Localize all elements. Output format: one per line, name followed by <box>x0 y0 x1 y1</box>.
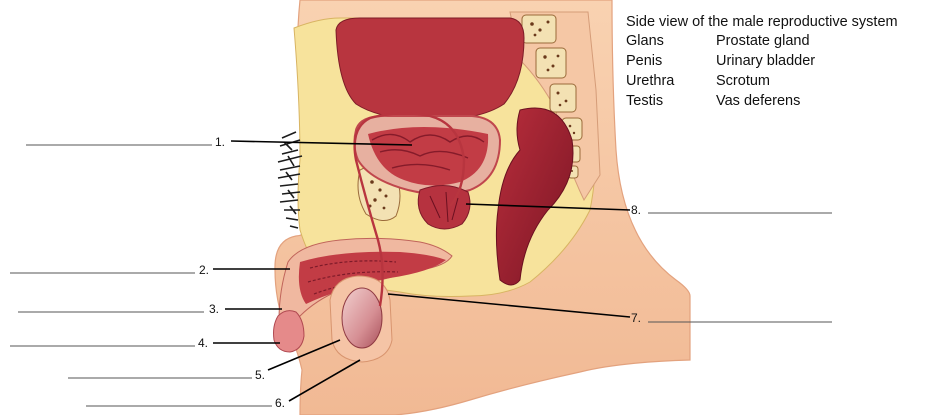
label-6: 6. <box>274 397 286 409</box>
term-scrotum: Scrotum <box>716 72 876 90</box>
term-testis: Testis <box>626 92 716 110</box>
term-prostate-gland: Prostate gland <box>716 32 876 50</box>
label-3: 3. <box>208 303 220 315</box>
label-1: 1. <box>214 136 226 148</box>
word-bank-terms: Glans Prostate gland Penis Urinary bladd… <box>626 32 898 110</box>
term-urethra: Urethra <box>626 72 716 90</box>
term-glans: Glans <box>626 32 716 50</box>
word-bank: Side view of the male reproductive syste… <box>626 13 898 110</box>
word-bank-title: Side view of the male reproductive syste… <box>626 13 898 31</box>
term-urinary-bladder: Urinary bladder <box>716 52 876 70</box>
label-4: 4. <box>197 337 209 349</box>
testis <box>342 288 382 348</box>
term-penis: Penis <box>626 52 716 70</box>
abdominal-cavity <box>336 18 524 120</box>
label-8: 8. <box>630 204 642 216</box>
prostate-gland <box>418 185 470 229</box>
label-7: 7. <box>630 312 642 324</box>
glans <box>274 311 305 352</box>
label-2: 2. <box>198 264 210 276</box>
term-vas-deferens: Vas deferens <box>716 92 876 110</box>
label-5: 5. <box>254 369 266 381</box>
